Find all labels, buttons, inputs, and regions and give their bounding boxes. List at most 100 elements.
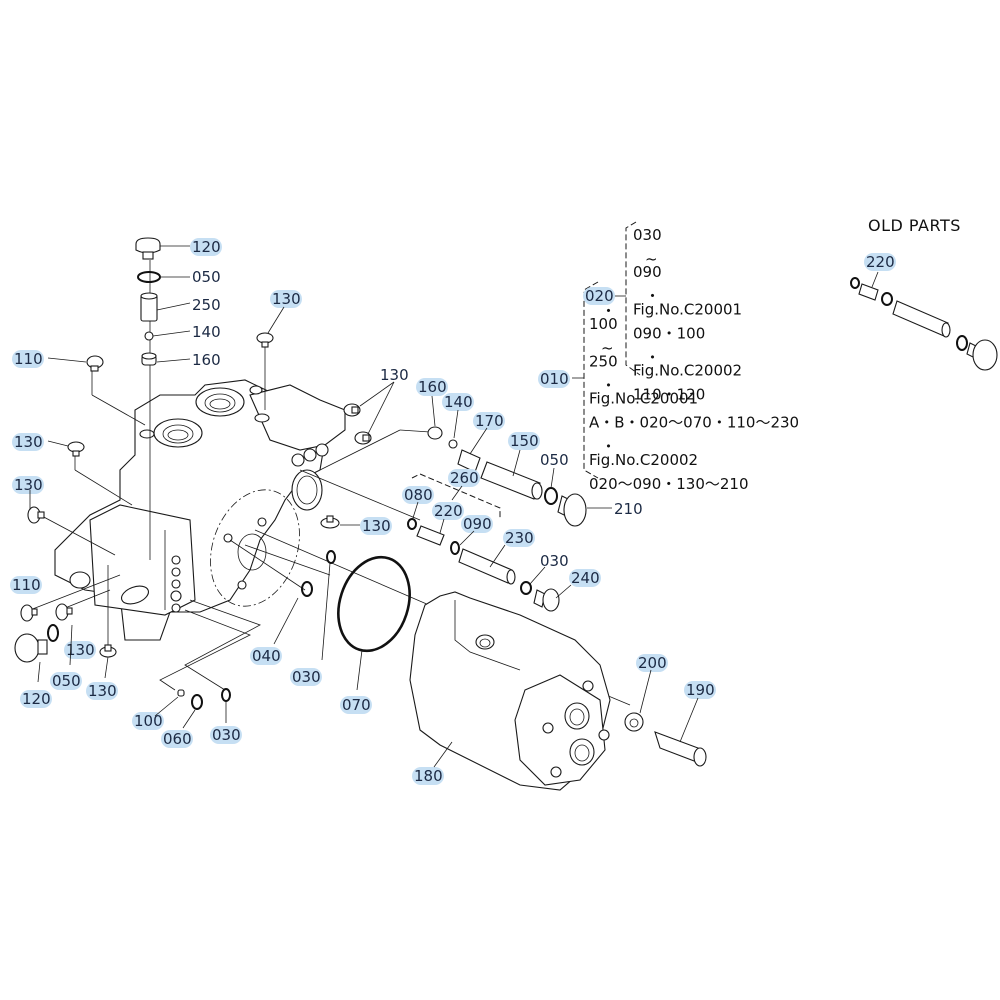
note-line: 110・120 xyxy=(633,386,705,404)
callout-090: 090 xyxy=(461,515,493,533)
callout-label: 130 xyxy=(88,682,117,700)
note-line: 090・100 xyxy=(633,324,705,342)
callout-label: 070 xyxy=(342,696,371,714)
callout-120: 120 xyxy=(20,690,52,708)
callout-label: 020 xyxy=(585,287,614,305)
note-line: A・B・020～070・110～230 xyxy=(589,414,799,432)
callout-250: 250 xyxy=(192,296,221,314)
callout-label: 240 xyxy=(571,569,600,587)
assembly-note-inner: 030~090・Fig.No.C20001090・100・Fig.No.C200… xyxy=(633,226,742,404)
callout-label: 200 xyxy=(638,654,667,672)
callout-highlight xyxy=(503,529,535,547)
top-plug-stack xyxy=(135,237,161,366)
callout-label: 110 xyxy=(12,576,41,594)
callout-130: 130 xyxy=(86,682,118,700)
callout-130: 130 xyxy=(360,517,392,535)
callout-070: 070 xyxy=(340,696,372,714)
note-separator: ・ xyxy=(601,438,616,456)
callout-highlight xyxy=(569,569,601,587)
valve-body xyxy=(54,379,346,641)
callout-130: 130 xyxy=(380,366,409,384)
assembly-callout-010: 010 xyxy=(538,370,570,388)
assembly-brackets xyxy=(572,221,641,479)
callout-highlight xyxy=(290,668,322,686)
callout-260: 260 xyxy=(448,469,480,487)
callout-170: 170 xyxy=(473,412,505,430)
callout-050: 050 xyxy=(540,451,569,469)
callout-030: 030 xyxy=(290,668,322,686)
old-parts-callout: 220 xyxy=(864,253,896,271)
callout-highlight xyxy=(64,641,96,659)
callout-label: 110 xyxy=(14,350,43,368)
callout-label: 080 xyxy=(404,486,433,504)
callout-highlight xyxy=(50,672,82,690)
callout-030: 030 xyxy=(210,726,242,744)
callout-highlight xyxy=(508,432,540,450)
callout-highlight xyxy=(360,517,392,535)
note-separator: ・ xyxy=(601,302,616,320)
small-seals xyxy=(177,550,411,710)
callout-highlight xyxy=(20,690,52,708)
callout-040: 040 xyxy=(250,647,282,665)
callout-160: 160 xyxy=(416,378,448,396)
callout-highlight xyxy=(270,290,302,308)
callout-label: 120 xyxy=(192,238,221,256)
note-line: Fig.No.C20002 xyxy=(633,362,742,380)
callout-label: 010 xyxy=(540,370,569,388)
callout-160: 160 xyxy=(192,351,221,369)
callout-180: 180 xyxy=(412,767,444,785)
callout-080: 080 xyxy=(402,486,434,504)
note-line: Fig.No.C20001 xyxy=(589,390,698,408)
assembly-callout-020: 020 xyxy=(583,287,615,305)
callout-130: 130 xyxy=(12,476,44,494)
callout-label: 130 xyxy=(380,366,409,384)
callout-highlight xyxy=(416,378,448,396)
callout-highlight xyxy=(473,412,505,430)
callout-label: 190 xyxy=(686,681,715,699)
callout-highlight xyxy=(448,469,480,487)
callout-130: 130 xyxy=(12,433,44,451)
callout-highlight xyxy=(86,682,118,700)
callout-label: 050 xyxy=(52,672,81,690)
old-parts-title: OLD PARTS xyxy=(868,216,961,235)
callout-label: 130 xyxy=(14,433,43,451)
callout-label: 130 xyxy=(14,476,43,494)
small-plugs xyxy=(14,332,372,663)
callout-label: 160 xyxy=(192,351,221,369)
assembly-note-outer: ・100~250・Fig.No.C20001A・B・020～070・110～23… xyxy=(589,302,799,493)
callout-label: 090 xyxy=(463,515,492,533)
callout-highlight xyxy=(250,647,282,665)
callout-highlight xyxy=(12,476,44,494)
callout-110: 110 xyxy=(12,350,44,368)
callout-label: 130 xyxy=(362,517,391,535)
callout-label: 140 xyxy=(192,323,221,341)
callout-label: 260 xyxy=(450,469,479,487)
callout-label: 210 xyxy=(614,500,643,518)
callout-highlight xyxy=(132,712,164,730)
callout-210: 210 xyxy=(614,500,643,518)
callout-label: 130 xyxy=(272,290,301,308)
callout-highlight xyxy=(12,350,44,368)
note-separator: ・ xyxy=(645,348,660,366)
callout-highlight xyxy=(402,486,434,504)
callout-label: 180 xyxy=(414,767,443,785)
callout-120: 120 xyxy=(190,238,222,256)
callout-190: 190 xyxy=(684,681,716,699)
callout-label: 150 xyxy=(510,432,539,450)
callout-140: 140 xyxy=(442,393,474,411)
callout-highlight xyxy=(864,253,896,271)
note-line: Fig.No.C20001 xyxy=(633,300,742,318)
callout-highlight xyxy=(636,654,668,672)
callout-highlight xyxy=(412,767,444,785)
note-line: 030 xyxy=(633,226,662,244)
callout-highlight xyxy=(210,726,242,744)
callout-150: 150 xyxy=(508,432,540,450)
gear-pump xyxy=(409,591,707,791)
callout-highlight xyxy=(432,502,464,520)
callout-highlight xyxy=(190,238,222,256)
note-line: 090 xyxy=(633,263,662,281)
callout-highlight xyxy=(12,433,44,451)
callout-060: 060 xyxy=(161,730,193,748)
callout-030: 030 xyxy=(540,552,569,570)
callout-label: 050 xyxy=(192,268,221,286)
